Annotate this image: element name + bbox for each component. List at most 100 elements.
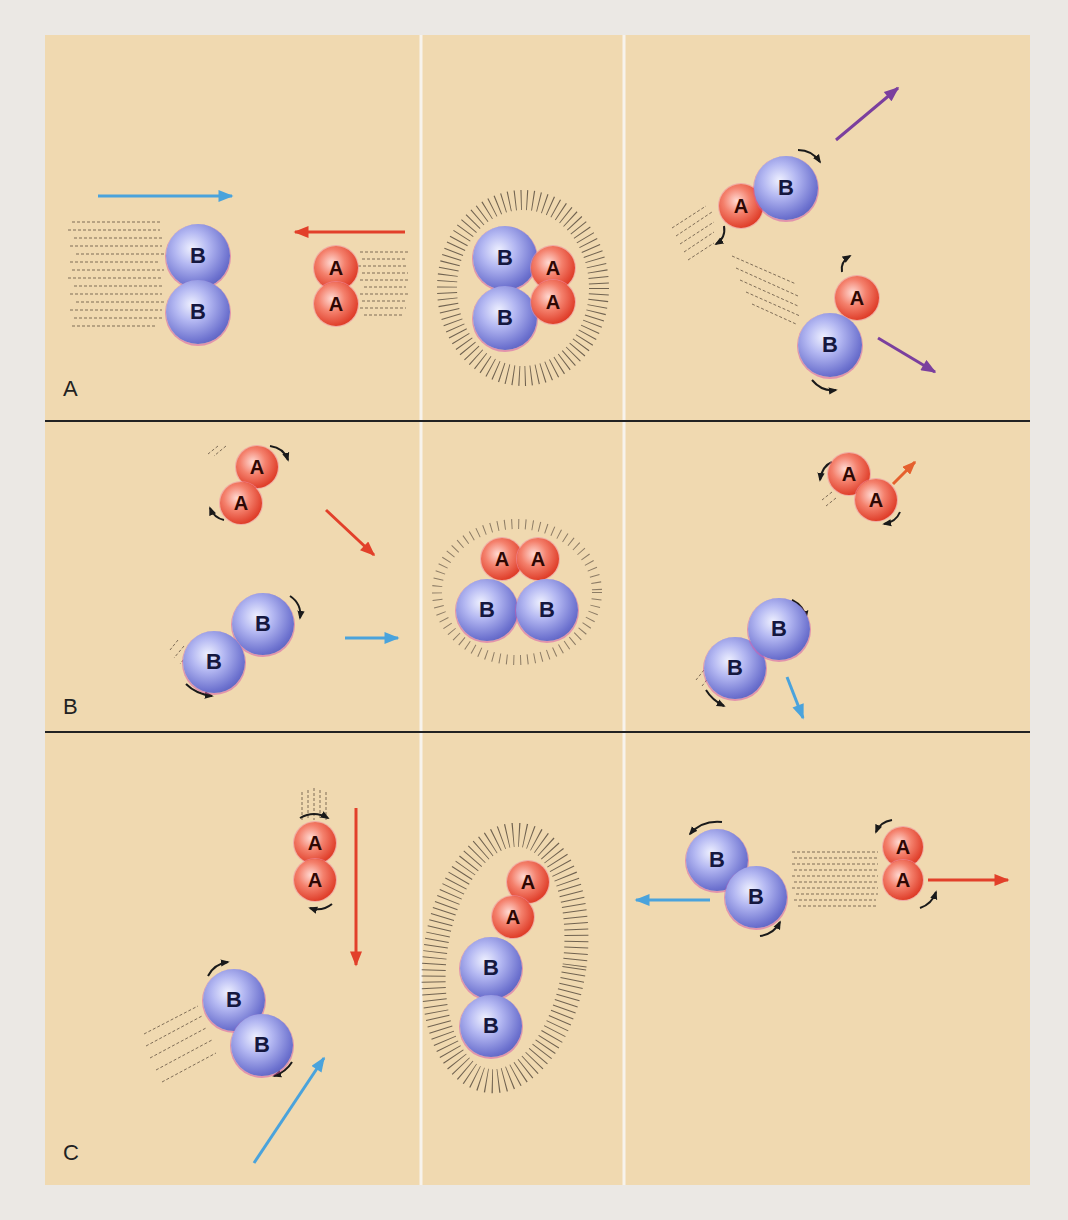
atom-circle: B <box>456 579 518 641</box>
velocity-arrow <box>893 462 915 484</box>
rotation-arrow <box>310 904 332 909</box>
atom-letter: A <box>329 294 343 314</box>
atom-letter: A <box>531 549 545 569</box>
atom-circle: A <box>517 538 559 580</box>
atom-letter: A <box>250 457 264 477</box>
speed-lines <box>144 1006 216 1082</box>
atom-letter: A <box>308 833 322 853</box>
panel-divider <box>623 35 626 1185</box>
motion-arrows <box>98 88 1008 1163</box>
velocity-arrow <box>787 677 803 718</box>
atom-letter: B <box>483 1015 499 1037</box>
atom-letter: B <box>190 245 206 267</box>
velocity-arrow <box>878 338 935 372</box>
atom-circle: B <box>473 226 537 290</box>
speed-lines <box>68 206 878 1082</box>
velocity-arrow <box>295 231 405 234</box>
speed-lines <box>792 852 878 906</box>
rotation-arrows <box>186 150 936 1076</box>
atom-letter: B <box>778 177 794 199</box>
atom-letter: B <box>479 599 495 621</box>
velocity-arrow <box>98 195 232 198</box>
atom-letter: A <box>734 196 748 216</box>
atom-letter: A <box>506 907 520 927</box>
speed-lines <box>672 206 714 260</box>
velocity-arrow <box>836 88 898 140</box>
atom-letter: B <box>254 1034 270 1056</box>
atom-letter: B <box>255 613 271 635</box>
atom-letter: B <box>771 618 787 640</box>
atom-letter: A <box>850 288 864 308</box>
atom-letter: A <box>842 464 856 484</box>
atom-letter: A <box>521 872 535 892</box>
velocity-arrow <box>345 637 398 640</box>
panel-ground <box>45 35 1030 1185</box>
atom-circle: A <box>294 822 336 864</box>
rotation-arrow <box>300 814 328 818</box>
atom-letter: B <box>709 849 725 871</box>
atom-circle: B <box>748 598 810 660</box>
velocity-arrow <box>636 899 710 902</box>
atom-circle: A <box>855 479 897 521</box>
atom-letter: A <box>234 493 248 513</box>
atom-letter: A <box>896 837 910 857</box>
velocity-arrow <box>326 510 374 555</box>
atom-circle: B <box>460 995 522 1057</box>
rotation-arrow <box>920 892 936 908</box>
atom-circle: B <box>460 937 522 999</box>
row-divider <box>45 420 1030 422</box>
atom-circle: B <box>798 313 862 377</box>
atom-letter: B <box>190 301 206 323</box>
atom-letter: B <box>748 886 764 908</box>
atom-circle: A <box>294 859 336 901</box>
atom-circle: A <box>314 282 358 326</box>
atom-circle: A <box>531 280 575 324</box>
atom-letter: B <box>206 651 222 673</box>
atom-circle: B <box>166 224 230 288</box>
atom-circle: B <box>754 156 818 220</box>
atom-letter: B <box>727 657 743 679</box>
row-divider <box>45 731 1030 733</box>
impact-rays <box>447 200 599 376</box>
atom-circle: B <box>231 1014 293 1076</box>
atom-letter: B <box>497 307 513 329</box>
rotation-arrow <box>876 820 892 832</box>
atom-letter: B <box>539 599 555 621</box>
atom-circle: A <box>835 276 879 320</box>
atom-letter: B <box>483 957 499 979</box>
atom-letter: A <box>869 490 883 510</box>
atom-circle: A <box>492 896 534 938</box>
rotation-arrow <box>812 380 836 390</box>
panel-letter: C <box>63 1142 79 1164</box>
atom-letter: B <box>497 247 513 269</box>
atom-letter: A <box>546 258 560 278</box>
atom-letter: A <box>546 292 560 312</box>
velocity-arrow <box>355 808 358 965</box>
speed-lines <box>732 256 800 324</box>
atom-circle: B <box>183 631 245 693</box>
atom-circle: A <box>883 860 923 900</box>
panel-divider <box>420 35 423 1185</box>
atom-circle: B <box>516 579 578 641</box>
atom-circle: B <box>166 280 230 344</box>
atom-circle: B <box>232 593 294 655</box>
speed-lines <box>68 222 164 326</box>
atom-letter: A <box>308 870 322 890</box>
atom-letter: A <box>896 870 910 890</box>
velocity-arrow <box>928 879 1008 882</box>
rotation-arrow <box>716 226 724 244</box>
impact-rays <box>437 524 597 660</box>
atom-circle: A <box>220 482 262 524</box>
panel-letter: B <box>63 696 78 718</box>
atom-circle: B <box>725 866 787 928</box>
atom-letter: A <box>495 549 509 569</box>
atom-letter: B <box>822 334 838 356</box>
impact-rays <box>418 825 591 1090</box>
panel-letter: A <box>63 378 78 400</box>
atom-letter: A <box>329 258 343 278</box>
atom-circle: B <box>473 286 537 350</box>
atom-letter: B <box>226 989 242 1011</box>
rotation-arrow <box>842 256 850 272</box>
